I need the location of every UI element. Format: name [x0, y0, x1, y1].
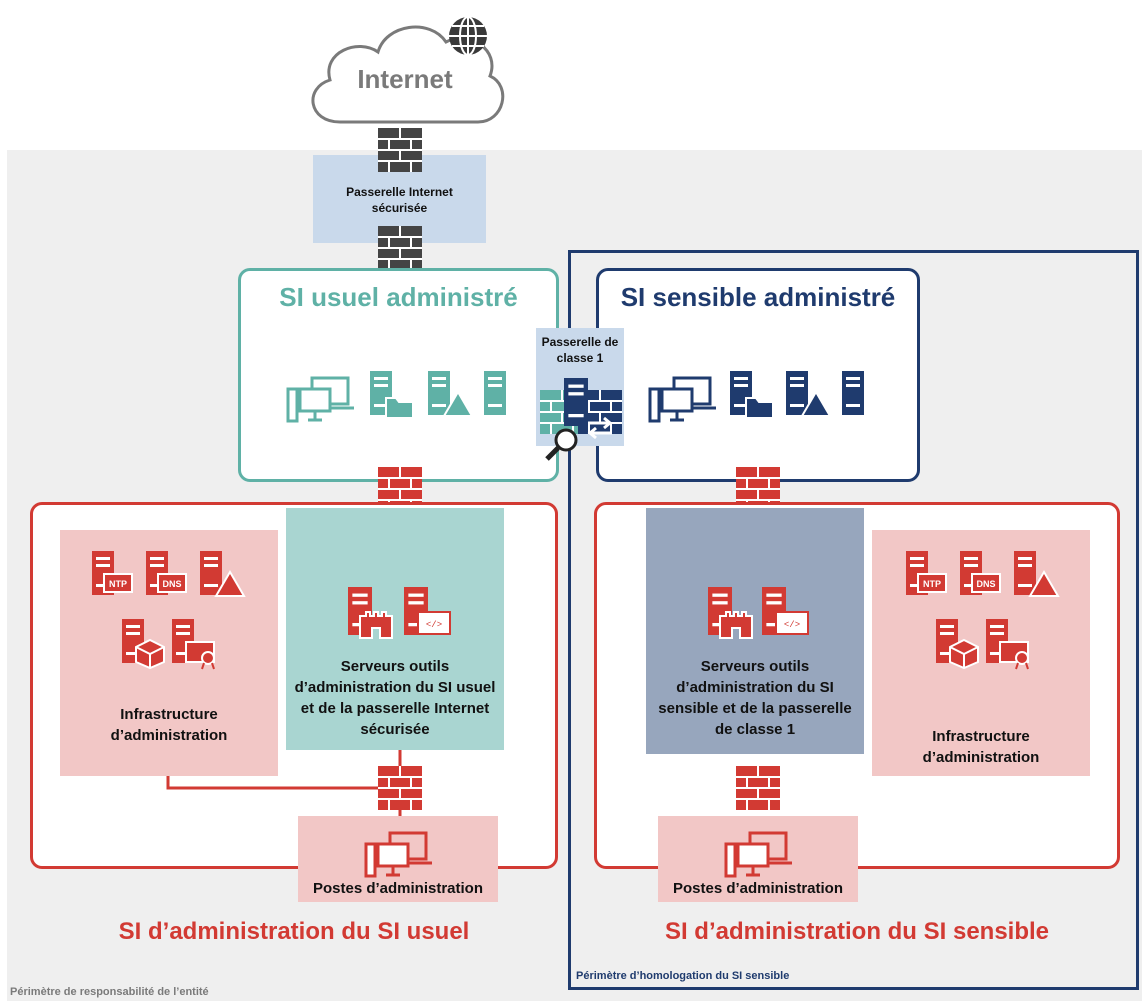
cloud-icon: [311, 25, 505, 124]
workstations-sensible-label: Postes d’administration: [672, 880, 844, 897]
class1-gateway-label: Passerelle de classe 1: [541, 335, 619, 365]
firewall-icon: [378, 766, 422, 810]
firewall-icon: [736, 766, 780, 810]
svg-text:DNS: DNS: [162, 579, 181, 589]
svg-text:NTP: NTP: [923, 579, 941, 589]
network-server-icon: [786, 371, 832, 417]
file-server-icon: [730, 371, 774, 419]
si-sensible-title: SI sensible administré: [620, 282, 896, 312]
servers-sensible-label: Serveurs outils d’administration du SI s…: [658, 658, 852, 738]
code-server-icon: </>: [762, 587, 809, 635]
workstation-icon: [364, 830, 434, 880]
workstations-usuel-label: Postes d’administration: [312, 880, 484, 897]
servers-usuel-label: Serveurs outils d’administration du SI u…: [294, 658, 496, 738]
svg-text:NTP: NTP: [109, 579, 127, 589]
internet-label: Internet: [357, 64, 453, 94]
magnifier-icon: [545, 428, 578, 461]
dns-server-icon: DNS: [960, 551, 1001, 595]
infra-sensible-label: Infrastructure d’administration: [922, 728, 1040, 766]
admin-si-usuel-title: SI d’administration du SI usuel: [118, 918, 470, 945]
certificate-server-icon: [986, 619, 1029, 670]
infra-usuel-label: Infrastructure d’administration: [110, 706, 228, 744]
network-server-icon: [1014, 551, 1060, 597]
svg-text:DNS: DNS: [976, 579, 995, 589]
ntp-server-icon: NTP: [906, 551, 947, 595]
si-usuel-title: SI usuel administré: [279, 282, 518, 312]
workstation-icon: [724, 830, 794, 880]
globe-icon: [449, 16, 487, 56]
svg-text:</>: </>: [426, 620, 442, 630]
package-server-icon: [122, 619, 165, 670]
svg-text:</>: </>: [784, 620, 800, 630]
code-server-icon: </>: [404, 587, 451, 635]
homologation-perimeter-label: Périmètre d’homologation du SI sensible: [576, 970, 790, 982]
bastion-server-icon: [348, 587, 393, 639]
entity-perimeter-label: Périmètre de responsabilité de l’entité: [10, 986, 209, 998]
exchange-arrows-icon: [587, 416, 613, 440]
certificate-server-icon: [172, 619, 215, 670]
internet-gateway-label: Passerelle Internet sécurisée: [346, 185, 453, 215]
network-server-icon: [428, 371, 474, 417]
network-server-icon: [200, 551, 246, 597]
package-server-icon: [936, 619, 979, 670]
si-sensible-box: [596, 268, 920, 482]
servers-sensible-panel: [646, 508, 864, 754]
bastion-server-icon: [708, 587, 753, 639]
file-server-icon: [370, 371, 414, 419]
ntp-server-icon: NTP: [92, 551, 133, 595]
admin-si-sensible-title: SI d’administration du SI sensible: [664, 918, 1050, 945]
servers-usuel-panel: [286, 508, 504, 750]
homologation-perimeter: [568, 250, 1139, 990]
dns-server-icon: DNS: [146, 551, 187, 595]
